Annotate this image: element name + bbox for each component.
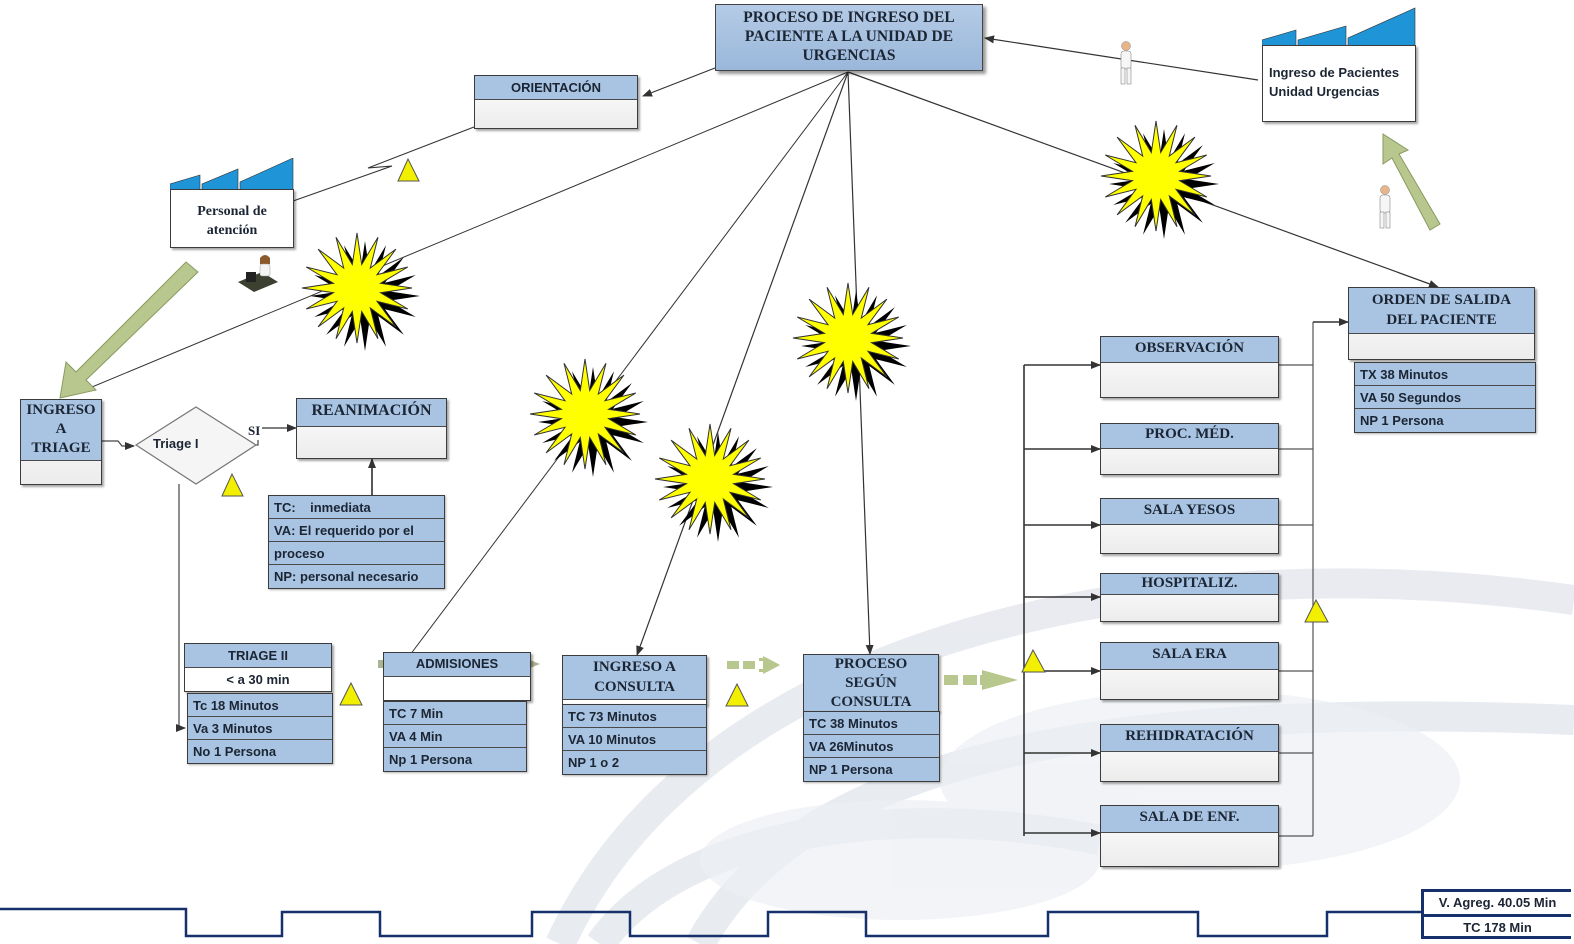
triage2-value-added: Va 3 Minutos <box>188 717 332 740</box>
triage-entry-box[interactable]: INGRESO A TRIAGE <box>20 399 102 485</box>
destination-box-rehidratacion[interactable]: REHIDRATACIÓN <box>1100 724 1279 782</box>
triage-entry-line-1: INGRESO <box>26 402 96 418</box>
cycle-time-total: TC 178 Min <box>1463 920 1532 935</box>
destination-box-sala-era[interactable]: SALA ERA <box>1100 642 1279 700</box>
destination-label: SALA ERA <box>1101 643 1278 670</box>
staff-label-line-2: atención <box>206 223 258 238</box>
triage-entry-line-2: A <box>55 421 67 437</box>
triage1-decision-diamond[interactable] <box>134 406 258 486</box>
proceso-consulta-personnel: NP 1 Persona <box>804 758 939 781</box>
triage2-personnel: No 1 Persona <box>188 740 332 763</box>
proceso-consulta-line-3: CONSULTA <box>830 694 912 710</box>
consulta-data-table: TC 73 Minutos VA 10 Minutos NP 1 o 2 <box>562 704 707 775</box>
consulta-label-line-2: CONSULTA <box>594 679 675 695</box>
orientation-label: ORIENTACIÓN <box>475 76 637 100</box>
salida-data-table: TX 38 Minutos VA 50 Segundos NP 1 Person… <box>1354 362 1536 433</box>
consulta-process-box[interactable]: INGRESO A CONSULTA <box>562 655 707 705</box>
salida-value-added: VA 50 Segundos <box>1355 386 1535 409</box>
operator-at-desk-icon <box>238 255 278 292</box>
inventory-triangle <box>339 681 363 706</box>
value-added-total: V. Agreg. 40.05 Min <box>1424 892 1571 917</box>
destination-box-proc-med[interactable]: PROC. MÉD. <box>1100 423 1279 475</box>
salida-process-box[interactable]: ORDEN DE SALIDA DEL PACIENTE <box>1348 287 1535 360</box>
reanimacion-cycle-time: TC: inmediata <box>269 496 444 519</box>
inventory-triangle <box>725 682 749 707</box>
person-icon <box>1120 41 1132 85</box>
reanimacion-personnel: NP: personal necesario <box>269 565 444 588</box>
reanimacion-value-added: VA: El requerido por el <box>269 519 444 542</box>
staff-factory[interactable]: Personal de atención <box>170 158 294 248</box>
kaizen-burst-icon <box>654 423 773 542</box>
destination-label: REHIDRATACIÓN <box>1101 725 1278 752</box>
person-icon <box>1379 185 1391 229</box>
admisiones-personnel: Np 1 Persona <box>384 748 526 771</box>
supplier-label-line-2: Unidad Urgencias <box>1269 84 1380 99</box>
triage2-process-box[interactable]: TRIAGE II < a 30 min <box>184 643 332 692</box>
destination-label: SALA DE ENF. <box>1101 806 1278 833</box>
salida-label-line-1: ORDEN DE SALIDA <box>1371 292 1512 308</box>
destination-box-sala-enf[interactable]: SALA DE ENF. <box>1100 805 1279 867</box>
admisiones-process-box[interactable]: ADMISIONES <box>383 652 531 701</box>
salida-personnel: NP 1 Persona <box>1355 409 1535 432</box>
proceso-consulta-value-added: VA 26Minutos <box>804 735 939 758</box>
factory-icon <box>170 158 294 190</box>
inventory-triangle <box>1304 598 1329 623</box>
destination-box-observacion[interactable]: OBSERVACIÓN <box>1100 336 1279 398</box>
title-line-3: URGENCIAS <box>802 47 896 64</box>
salida-label-line-2: DEL PACIENTE <box>1386 312 1497 328</box>
supplier-factory[interactable]: Ingreso de Pacientes Unidad Urgencias <box>1262 6 1416 122</box>
kaizen-burst-icon <box>792 282 911 401</box>
proceso-consulta-cycle-time: TC 38 Minutos <box>804 712 939 735</box>
proceso-consulta-line-1: PROCESO <box>834 656 908 672</box>
proceso-consulta-box[interactable]: PROCESO SEGÚN CONSULTA <box>803 654 939 712</box>
staff-label-line-1: Personal de <box>197 204 267 219</box>
admisiones-label: ADMISIONES <box>384 653 530 677</box>
triage1-label: Triage I <box>153 436 199 451</box>
destination-box-sala-yesos[interactable]: SALA YESOS <box>1100 498 1279 554</box>
destination-label: SALA YESOS <box>1101 499 1278 525</box>
reanimacion-label: REANIMACIÓN <box>297 399 446 427</box>
reanimacion-value-added-cont: proceso <box>269 542 444 565</box>
triage-entry-line-3: TRIAGE <box>31 440 91 456</box>
consulta-label-line-1: INGRESO A <box>593 659 676 675</box>
reanimacion-data-table: TC: inmediata VA: El requerido por el pr… <box>268 495 445 589</box>
kaizen-burst-icon <box>301 232 420 351</box>
yes-branch-label: SI <box>248 423 261 438</box>
kaizen-burst-icon <box>529 358 648 477</box>
destination-box-hospitaliz[interactable]: HOSPITALIZ. <box>1100 573 1279 622</box>
title-line-1: PROCESO DE INGRESO DEL <box>743 9 955 26</box>
proceso-consulta-data-table: TC 38 Minutos VA 26Minutos NP 1 Persona <box>803 711 940 782</box>
proceso-consulta-line-2: SEGÚN <box>845 675 897 691</box>
triage2-data-table: Tc 18 Minutos Va 3 Minutos No 1 Persona <box>187 693 333 764</box>
reanimacion-process-box[interactable]: REANIMACIÓN <box>296 398 447 459</box>
title-line-2: PACIENTE A LA UNIDAD DE <box>744 28 954 45</box>
admisiones-cycle-time: TC 7 Min <box>384 702 526 725</box>
supplier-label-line-1: Ingreso de Pacientes <box>1269 65 1400 80</box>
inventory-triangle <box>1021 648 1046 673</box>
triage2-label: TRIAGE II <box>185 644 331 668</box>
consulta-personnel: NP 1 o 2 <box>563 751 706 774</box>
triage2-target-time: < a 30 min <box>226 672 290 687</box>
inventory-triangle <box>397 157 420 182</box>
process-title-box[interactable]: PROCESO DE INGRESO DEL PACIENTE A LA UNI… <box>715 4 983 71</box>
consulta-value-added: VA 10 Minutos <box>563 728 706 751</box>
factory-icon <box>1262 7 1416 46</box>
kaizen-burst-icon <box>1100 120 1219 239</box>
destination-label: OBSERVACIÓN <box>1101 337 1278 363</box>
admisiones-value-added: VA 4 Min <box>384 725 526 748</box>
destination-label: HOSPITALIZ. <box>1101 574 1278 595</box>
orientation-process-box[interactable]: ORIENTACIÓN <box>474 75 638 129</box>
triage2-cycle-time: Tc 18 Minutos <box>188 694 332 717</box>
destination-label: PROC. MÉD. <box>1101 424 1278 449</box>
timeline-summary-box: V. Agreg. 40.05 Min TC 178 Min <box>1421 889 1571 939</box>
consulta-cycle-time: TC 73 Minutos <box>563 705 706 728</box>
admisiones-data-table: TC 7 Min VA 4 Min Np 1 Persona <box>383 701 527 772</box>
inventory-triangle <box>221 472 244 497</box>
salida-cycle-time: TX 38 Minutos <box>1355 363 1535 386</box>
